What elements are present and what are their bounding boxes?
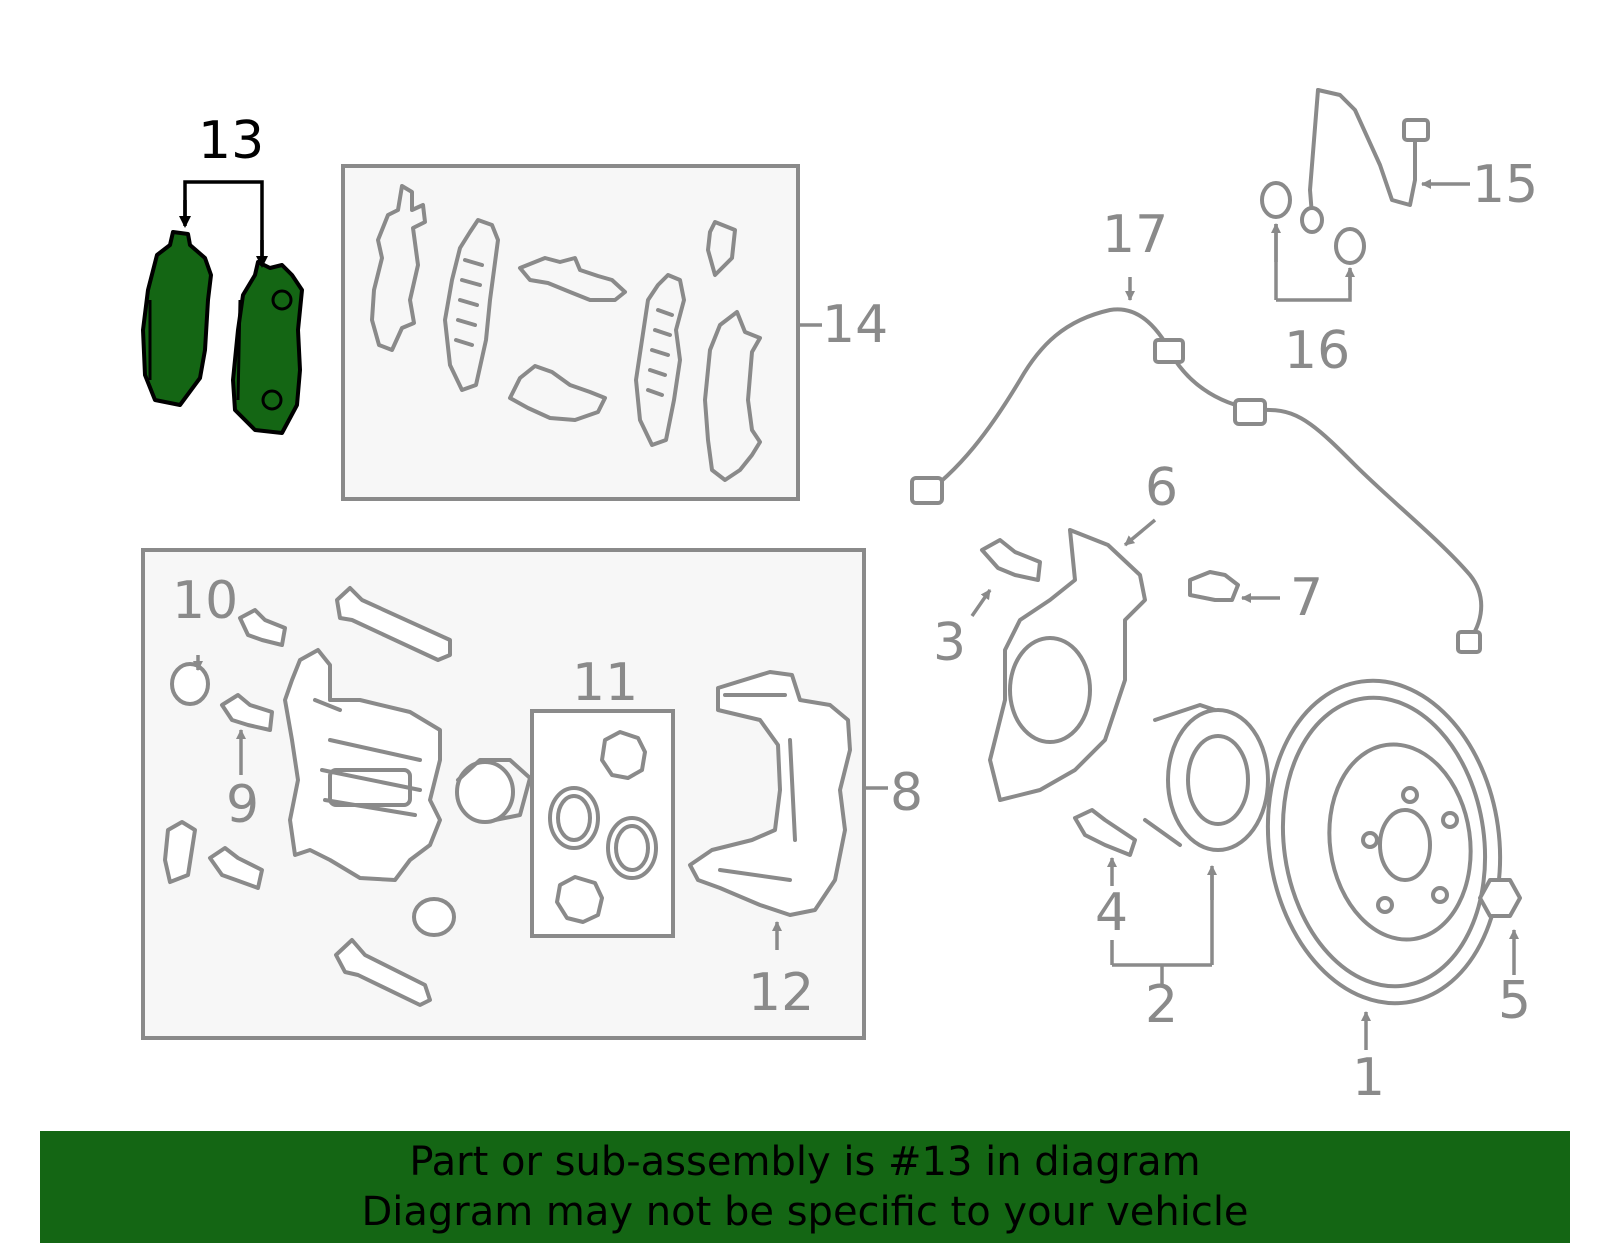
callout-13[interactable]: 13 bbox=[198, 111, 264, 171]
info-banner: Part or sub-assembly is #13 in diagram D… bbox=[40, 1131, 1570, 1243]
hardware-kit-box bbox=[341, 164, 800, 501]
callout-9: 9 bbox=[226, 775, 259, 835]
callout-2: 2 bbox=[1145, 975, 1178, 1035]
callout-8: 8 bbox=[890, 763, 923, 823]
callout-12: 12 bbox=[748, 963, 814, 1023]
hardware-kit-parts bbox=[370, 184, 762, 482]
callout-6: 6 bbox=[1145, 458, 1178, 518]
callout-13-leader bbox=[179, 180, 268, 268]
callout-17: 17 bbox=[1102, 205, 1168, 265]
callout-4: 4 bbox=[1095, 883, 1128, 943]
right-side-parts bbox=[910, 88, 1522, 1006]
callout-leaders bbox=[193, 179, 1519, 1050]
callout-14: 14 bbox=[822, 295, 888, 355]
callout-16: 16 bbox=[1284, 321, 1350, 381]
brake-pad-left[interactable] bbox=[141, 230, 213, 407]
banner-line-part: Part or sub-assembly is #13 in diagram bbox=[409, 1139, 1201, 1185]
callout-1: 1 bbox=[1352, 1048, 1385, 1108]
callout-5: 5 bbox=[1498, 971, 1531, 1031]
banner-line-disclaimer: Diagram may not be specific to your vehi… bbox=[361, 1189, 1249, 1235]
brake-pads-highlighted[interactable] bbox=[141, 230, 304, 435]
callout-10: 10 bbox=[172, 571, 238, 631]
callout-3: 3 bbox=[933, 613, 966, 673]
seal-kit-parts bbox=[548, 730, 658, 924]
callout-11: 11 bbox=[572, 653, 638, 713]
callout-15: 15 bbox=[1472, 155, 1538, 215]
caliper-parts bbox=[163, 586, 852, 1007]
callout-7: 7 bbox=[1290, 568, 1323, 628]
